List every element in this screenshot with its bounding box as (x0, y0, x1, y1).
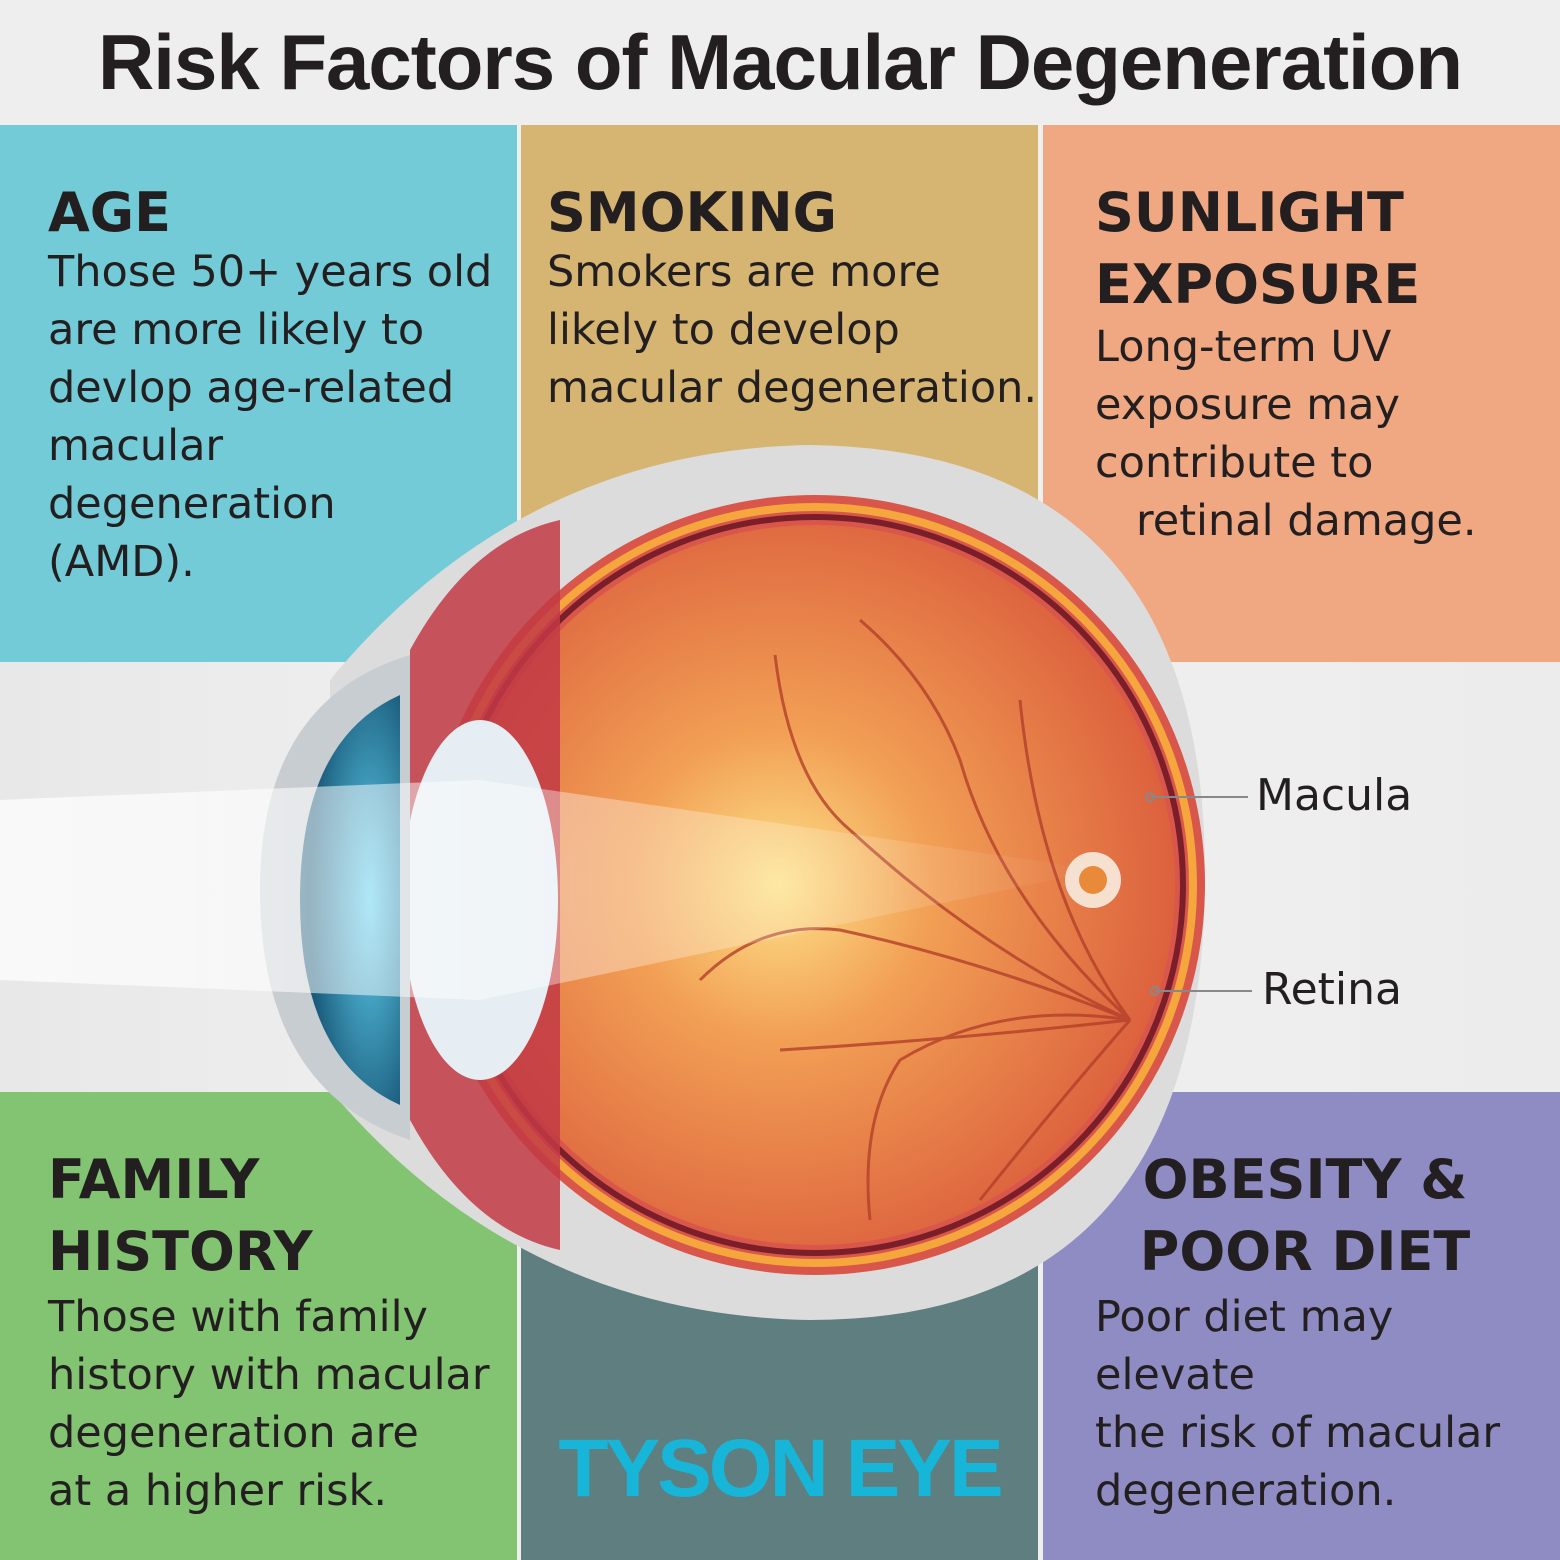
smoking-text: Smokers are more likely to develop macul… (547, 247, 1038, 413)
age-heading: AGE (48, 181, 172, 244)
family-text: Those with family history with macular d… (48, 1292, 490, 1516)
sunlight-heading: SUNLIGHT EXPOSURE (1095, 181, 1421, 316)
tyson-eye-logo: TYSON EYE (558, 1423, 1003, 1514)
smoking-heading: SMOKING (547, 181, 837, 244)
panel-age: AGE Those 50+ years old are more likely … (0, 125, 517, 662)
family-heading: FAMILY HISTORY (48, 1148, 313, 1283)
age-text: Those 50+ years old are more likely to d… (48, 247, 493, 587)
light-beam-icon (0, 780, 1100, 1000)
label-leaders (1145, 792, 1252, 996)
macula-label: Macula (1256, 770, 1413, 821)
page-title: Risk Factors of Macular Degeneration (0, 0, 1560, 125)
obesity-text: Poor diet may elevate the risk of macula… (1095, 1292, 1501, 1516)
obesity-heading: OBESITY & POOR DIET (1139, 1148, 1471, 1283)
retina-label: Retina (1262, 964, 1402, 1015)
panel-sunlight: SUNLIGHT EXPOSURE Long-term UV exposure … (1043, 125, 1560, 662)
sunlight-text: Long-term UV exposure may contribute to … (1095, 322, 1477, 546)
